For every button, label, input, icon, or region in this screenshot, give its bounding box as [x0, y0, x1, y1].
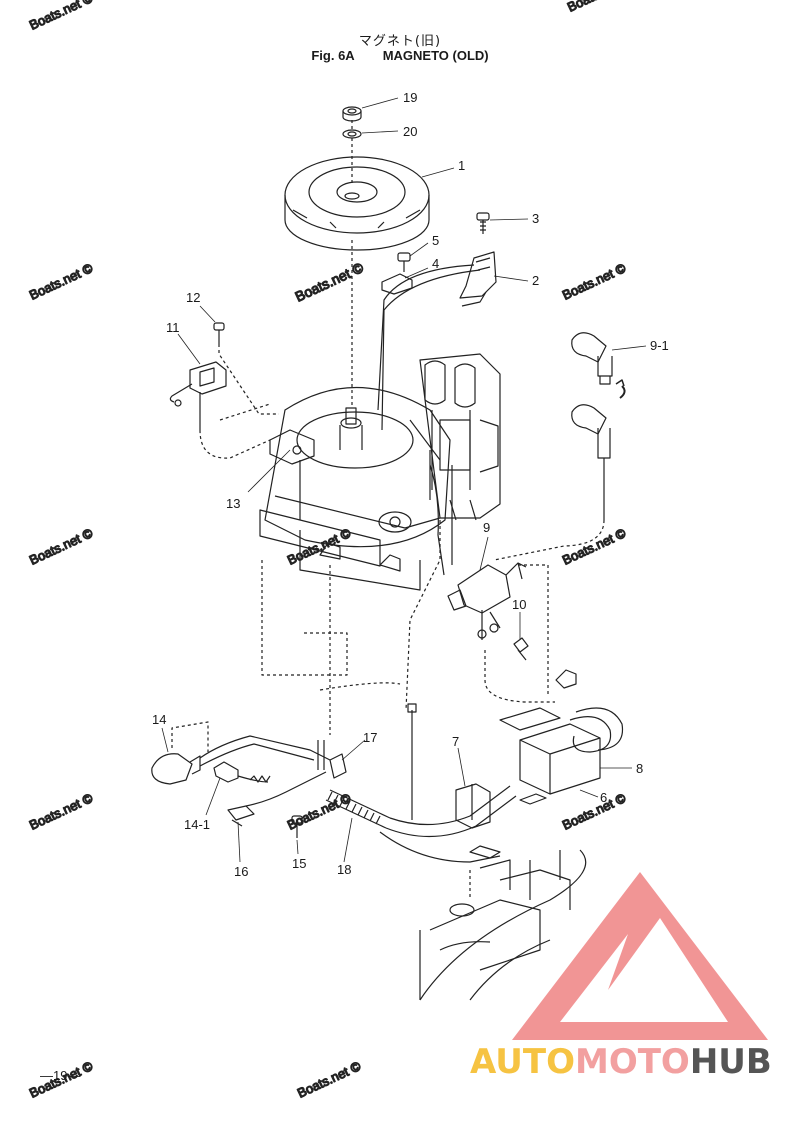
- watermark: Boats.net ©: [27, 0, 95, 33]
- callout-10: 10: [512, 597, 526, 612]
- callout-labels: 19 20 1 3 5 4 2 12 11 9-1 13 9 10 14 17 …: [152, 90, 669, 879]
- part-8-harness: [555, 669, 624, 753]
- automotohub-logo-mark: [512, 872, 768, 1040]
- callout-14-1: 14-1: [184, 817, 210, 832]
- callout-9: 9: [483, 520, 490, 535]
- callout-3: 3: [532, 211, 539, 226]
- part-17-clamp: [317, 740, 347, 779]
- callout-7: 7: [452, 734, 459, 749]
- callout-13: 13: [226, 496, 240, 511]
- part-14-stop-switch: [151, 735, 331, 785]
- callout-1: 1: [458, 158, 465, 173]
- part-18-protective-tube: [325, 785, 517, 863]
- part-10-bolt: [513, 637, 529, 661]
- callout-8: 8: [636, 761, 643, 776]
- callout-19: 19: [403, 90, 417, 105]
- automotohub-logo-text: AUTOMOTOHUB: [470, 1042, 772, 1082]
- callout-18: 18: [337, 862, 351, 877]
- figure-number: Fig. 6A: [311, 48, 355, 63]
- part-9-1-plug-cap: [571, 332, 613, 385]
- watermark: Boats.net ©: [27, 525, 95, 568]
- part-5-screw: [397, 252, 411, 272]
- callout-12: 12: [186, 290, 200, 305]
- part-7-bracket: [455, 783, 491, 829]
- part-16-ground-terminal: [227, 771, 327, 827]
- callout-20: 20: [403, 124, 417, 139]
- figure-name: MAGNETO (OLD): [382, 48, 489, 63]
- watermark: Boats.net ©: [565, 0, 633, 15]
- part-3-screw: [476, 212, 490, 234]
- watermarks: Boats.net © Boats.net © Boats.net © Boat…: [26, 0, 634, 1101]
- part-1-flywheel: [284, 156, 430, 251]
- part-9-ignition-coil: [447, 562, 527, 640]
- callout-11: 11: [166, 320, 180, 335]
- figure-title: Fig. 6A MAGNETO (OLD): [0, 48, 800, 63]
- watermark: Boats.net ©: [560, 260, 628, 303]
- watermark: Boats.net ©: [560, 790, 628, 833]
- watermark: Boats.net ©: [293, 259, 367, 305]
- logo-part-moto: MOTO: [574, 1042, 690, 1082]
- cylinder-head: [419, 353, 501, 521]
- engine-block: [259, 387, 451, 591]
- callout-17: 17: [363, 730, 377, 745]
- part-12-screw: [213, 322, 225, 344]
- part-11-exciter-coil: [169, 361, 227, 430]
- watermark: Boats.net ©: [295, 1058, 363, 1101]
- part-15-screw: [291, 815, 303, 838]
- part-2-pulser-coil: [459, 251, 497, 307]
- callout-5: 5: [432, 233, 439, 248]
- callout-4: 4: [432, 256, 439, 271]
- callout-16: 16: [234, 864, 248, 879]
- logo-part-auto: AUTO: [470, 1042, 575, 1082]
- ignition-lead-cap: [571, 404, 611, 520]
- callout-6: 6: [600, 790, 607, 805]
- watermark: Boats.net ©: [27, 260, 95, 303]
- callout-2: 2: [532, 273, 539, 288]
- part-6-cdi-unit: [499, 707, 601, 795]
- part-20-washer: [342, 129, 362, 139]
- watermark: Boats.net ©: [27, 790, 95, 833]
- callout-14: 14: [152, 712, 166, 727]
- part-14-1-clip: [213, 761, 271, 783]
- part-19-nut: [342, 106, 362, 122]
- logo-part-hub: HUB: [689, 1042, 772, 1082]
- watermark: Boats.net ©: [560, 525, 628, 568]
- page-number: —19—: [40, 1068, 81, 1083]
- diagram-title-japanese: マグネト(旧): [358, 34, 442, 49]
- callout-9-1: 9-1: [650, 338, 669, 353]
- callout-15: 15: [292, 856, 306, 871]
- lower-cowling: [419, 849, 587, 1001]
